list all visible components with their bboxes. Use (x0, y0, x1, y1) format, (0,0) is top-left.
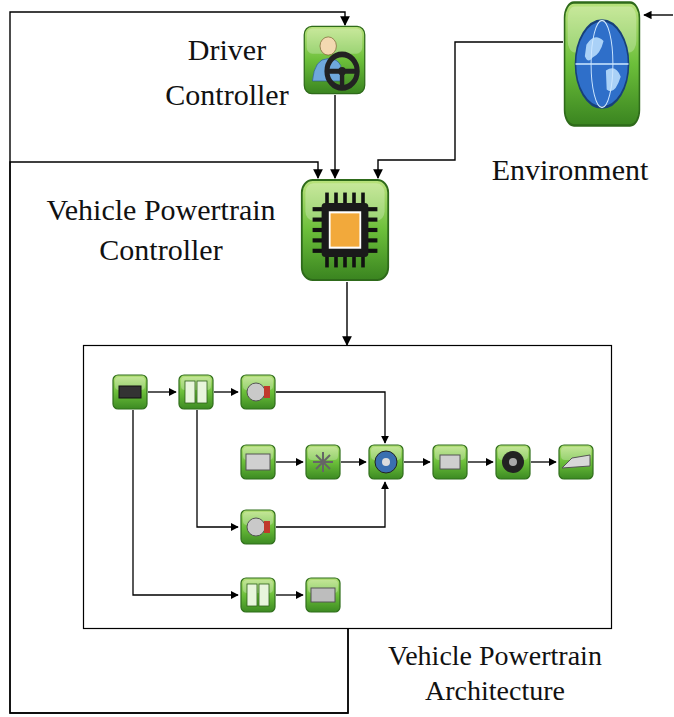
connector-arrow (10, 12, 348, 713)
driver-controller: Driver Controller (303, 25, 366, 95)
node-label: Environment (470, 150, 670, 190)
component-wires (133, 392, 556, 595)
component-icons (113, 375, 593, 612)
architecture-frame (84, 346, 612, 629)
node-label: Vehicle Powertrain Controller (26, 190, 296, 270)
driver-icon (303, 25, 366, 95)
chip-icon (300, 178, 390, 282)
powertrain-architecture: Vehicle Powertrain Architecture (83, 345, 612, 629)
node-label: Driver Controller (157, 27, 297, 117)
node-label: Vehicle Powertrain Architecture (355, 638, 635, 708)
globe-icon (563, 0, 641, 128)
connector-arrow (346, 282, 347, 345)
input-line (644, 14, 673, 15)
environment-block: Environment (563, 0, 641, 128)
connector-arrow (334, 95, 335, 178)
connector-arrow (10, 162, 348, 713)
powertrain-controller: Vehicle Powertrain Controller (300, 178, 390, 282)
